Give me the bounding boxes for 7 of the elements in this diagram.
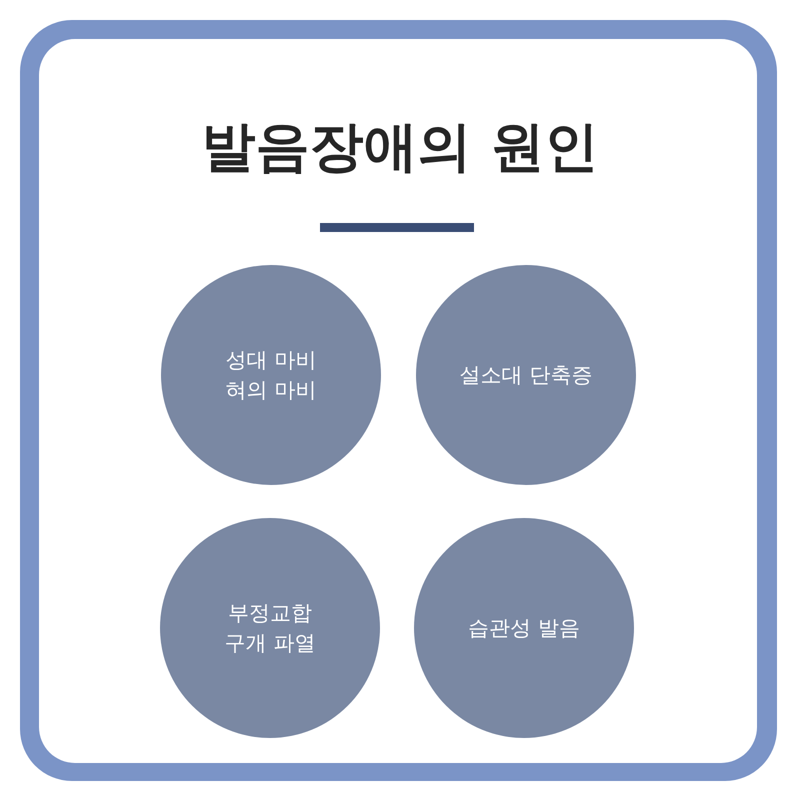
cause-label: 혀의 마비 bbox=[226, 377, 316, 404]
title: 발음장애의 원인 bbox=[200, 114, 600, 180]
cause-label: 설소대 단축증 bbox=[460, 362, 592, 389]
cause-label: 습관성 발음 bbox=[468, 615, 580, 642]
cause-label: 부정교합 bbox=[228, 600, 312, 627]
cause-label: 성대 마비 bbox=[226, 347, 316, 374]
cause-label: 구개 파열 bbox=[224, 630, 316, 657]
